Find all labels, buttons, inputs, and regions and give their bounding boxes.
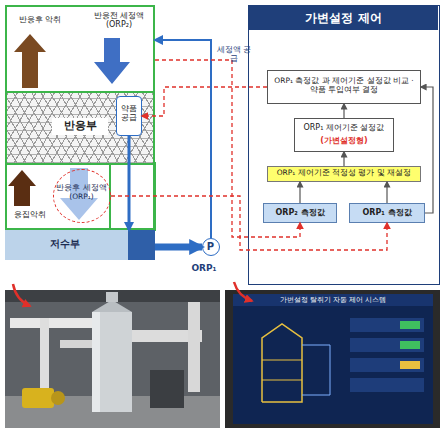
node-text: 반응후 세정액 (ORP₁) — [55, 184, 108, 201]
photo-tank — [150, 370, 184, 408]
node-text: 저수부 — [35, 238, 95, 250]
screen-schematic — [262, 380, 302, 381]
top-zone: 반응후 악취 반응전 세정액(ORP₂) — [5, 5, 155, 93]
flow-connector — [155, 60, 300, 237]
process-box: ORP₁ 제어기준 설정값 (가변설정형) — [294, 118, 394, 152]
green-outline — [110, 163, 155, 230]
node-text: ORP₁ 제어기준 적정성 평가 및 재설정 — [268, 169, 420, 178]
flow-connector — [343, 104, 344, 118]
photo-pipe — [60, 340, 94, 348]
signal-name: ORP₁ — [184, 263, 224, 273]
flow-connector — [386, 182, 387, 203]
screen-schematic — [262, 324, 302, 402]
control-panel: 가변설정 제어 ORP₁ 측정값 과 제어기준 설정값 비교 · 약품 투입여부 … — [248, 5, 440, 285]
screen-title: 가변설정 탈취기 자동 제어 시스템 — [236, 296, 430, 304]
connector-group — [111, 40, 433, 250]
liquid-arrow — [94, 38, 130, 84]
flow-connector — [421, 87, 433, 213]
screen-schematic — [262, 360, 302, 361]
photo-ceiling — [5, 290, 220, 302]
node-text: 약품 공급 — [117, 104, 140, 122]
photo-motor — [22, 388, 54, 408]
orp-sample-circle: 반응후 세정액 (ORP₁) — [53, 169, 111, 223]
screen-indicator — [400, 361, 420, 369]
process-box: ORP₁ 측정값 과 제어기준 설정값 비교 · 약품 투입여부 결정 — [267, 70, 421, 104]
screen-indicator — [400, 341, 420, 349]
reservoir-band: 저수부 — [5, 230, 155, 260]
node-text: ORP₁ 측정값 과 제어기준 설정값 비교 · 약품 투입여부 결정 — [270, 77, 418, 94]
photo-motor — [51, 391, 65, 405]
photo-frame — [5, 290, 220, 428]
screen — [233, 294, 433, 424]
lower-zone: 응집악취반응후 세정액 (ORP₁) — [5, 163, 155, 230]
screen-schematic — [302, 345, 330, 395]
screen-title-bar — [233, 294, 433, 306]
node-text: 응집악취 — [7, 210, 53, 219]
node-text: 반응후 악취 — [11, 15, 69, 24]
node-text: 가변설정 제어 — [249, 6, 438, 30]
photo-pipe — [40, 318, 49, 388]
screen-readout — [350, 338, 424, 352]
node-text: (가변설정형) — [295, 136, 393, 145]
node-text: ORP₁ 제어기준 설정값 — [295, 123, 393, 132]
odour-arrow — [8, 170, 36, 206]
node-text: 반응부 — [52, 118, 108, 135]
node-text: ORP₂ 측정값 — [264, 208, 336, 217]
screen-readout — [350, 358, 424, 372]
flow-connector — [111, 196, 387, 250]
odour-arrow — [14, 34, 46, 88]
flow-connector — [155, 40, 211, 238]
node-text: ORP₁ 측정값 — [350, 208, 424, 217]
node-text: 반응전 세정액(ORP₂) — [85, 11, 153, 29]
measurement-box: ORP₁ 측정값 — [349, 203, 425, 223]
connector-label: 세정액 공급 — [214, 45, 254, 63]
photo-frame — [225, 290, 440, 428]
photo-pipe — [10, 318, 96, 328]
measurement-box: ORP₂ 측정값 — [263, 203, 337, 223]
flow-connector — [128, 136, 131, 230]
photo-pipe — [188, 302, 200, 392]
photo-chimney — [106, 292, 118, 302]
screen-readout — [350, 378, 424, 392]
pump-circle: P — [202, 238, 220, 256]
screen-indicator — [400, 321, 420, 329]
process-box: ORP₁ 제어기준 적정성 평가 및 재설정 — [267, 166, 421, 182]
flow-connector — [142, 87, 267, 116]
photo-highlight — [92, 312, 100, 412]
flow-connector — [155, 244, 202, 251]
chemical-feed-box: 약품 공급 — [116, 96, 142, 136]
pointer-arrow — [13, 284, 30, 306]
photo-scrubber — [92, 312, 132, 412]
node-text: P — [203, 241, 218, 253]
flow-connector — [299, 182, 300, 203]
screen-readout — [350, 318, 424, 332]
flow-connector — [343, 152, 344, 166]
